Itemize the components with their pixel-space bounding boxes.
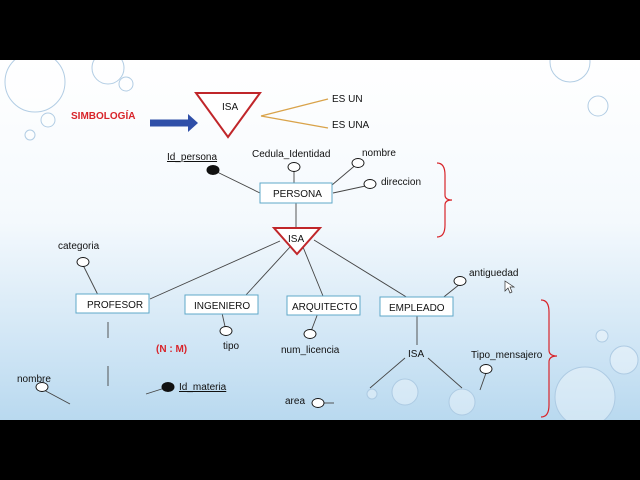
water-drops-decoration xyxy=(4,60,639,420)
mouse-cursor-icon xyxy=(504,280,516,294)
attr-area-oval xyxy=(311,398,325,408)
cardinality-label: (N : M) xyxy=(156,344,187,355)
entity-ingeniero-label: INGENIERO xyxy=(194,301,250,312)
entity-arquitecto-label: ARQUITECTO xyxy=(292,302,358,313)
attr-id-persona-key xyxy=(206,165,220,175)
attr-nombre-persona: nombre xyxy=(362,148,396,159)
bracket-persona xyxy=(436,162,453,238)
attr-id-persona: Id_persona xyxy=(167,152,217,163)
attr-nombre-materia: nombre xyxy=(17,374,51,385)
attr-categoria: categoria xyxy=(58,241,100,252)
isa-triangle-main xyxy=(271,227,323,256)
legend-title: SIMBOLOGÍA xyxy=(71,109,135,122)
entity-ingeniero xyxy=(184,294,259,315)
attr-tipo: tipo xyxy=(223,341,240,352)
entity-empleado-label: EMPLEADO xyxy=(389,303,445,314)
attr-id-materia-key xyxy=(161,382,175,392)
attr-direccion-oval xyxy=(363,179,377,189)
attr-id-materia: Id_materia xyxy=(179,382,227,393)
attr-num-licencia: num_licencia xyxy=(281,345,340,356)
legend-line-es-un xyxy=(260,98,329,117)
entity-persona xyxy=(259,182,333,204)
attr-nombre-materia-oval xyxy=(35,382,49,392)
legend-es-un: ES UN xyxy=(332,94,363,105)
attr-cedula: Cedula_Identidad xyxy=(252,149,330,160)
legend-isa-triangle xyxy=(194,92,262,139)
legend: SIMBOLOGÍA ISA ES UN ES UNA xyxy=(71,92,370,139)
entity-persona-label: PERSONA xyxy=(273,189,322,200)
entity-profesor xyxy=(75,293,150,314)
attr-antiguedad-oval xyxy=(453,276,467,286)
isa-empleado-label: ISA xyxy=(408,349,424,360)
entity-empleado xyxy=(379,296,454,317)
attr-cedula-oval xyxy=(287,162,301,172)
entity-profesor-label: PROFESOR xyxy=(87,300,143,311)
legend-es-una: ES UNA xyxy=(332,120,370,131)
attr-categoria-oval xyxy=(76,257,90,267)
legend-isa-label: ISA xyxy=(222,102,238,113)
legend-line-es-una xyxy=(260,115,329,129)
attr-tipo-oval xyxy=(219,326,233,336)
attr-antiguedad: antiguedad xyxy=(469,268,519,279)
attr-direccion: direccion xyxy=(381,177,421,188)
slide: SIMBOLOGÍA ISA ES UN ES UNA ISA xyxy=(0,60,640,420)
attr-tipo-mensajero-oval xyxy=(479,364,493,374)
attr-num-licencia-oval xyxy=(303,329,317,339)
legend-arrow-head xyxy=(188,114,198,132)
entity-arquitecto xyxy=(286,295,361,316)
attr-area: area xyxy=(285,396,305,407)
attr-nombre-persona-oval xyxy=(351,158,365,168)
er-diagram: SIMBOLOGÍA ISA ES UN ES UNA ISA xyxy=(4,60,639,420)
attr-tipo-mensajero: Tipo_mensajero xyxy=(471,350,543,361)
isa-main-label: ISA xyxy=(288,234,304,245)
bracket-empleado xyxy=(540,299,558,418)
